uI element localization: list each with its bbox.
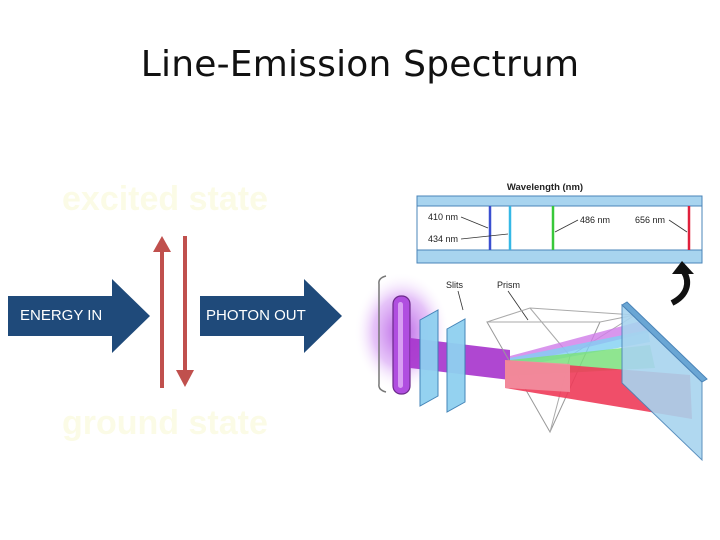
slits-label: Slits — [446, 280, 464, 290]
energy-in-label: ENERGY IN — [20, 307, 103, 324]
transition-arrows — [153, 236, 194, 388]
energy-in-arrow-shape — [8, 279, 150, 353]
ground-state-label: ground state — [62, 404, 268, 442]
slide-title: Line-Emission Spectrum — [140, 44, 580, 85]
up-arrow — [153, 236, 171, 388]
prism-label: Prism — [497, 280, 520, 290]
label-410-nm: 410 nm — [428, 212, 458, 222]
photon-out-arrow: PHOTON OUT — [200, 279, 342, 353]
excited-state-label: excited state — [62, 180, 268, 218]
photon-out-arrow-shape — [200, 279, 342, 353]
detection-screen — [621, 303, 703, 462]
wavelength-frame: Wavelength (nm) — [416, 182, 703, 264]
label-486-nm: 486 nm — [580, 215, 610, 225]
wavelength-axis-title: Wavelength (nm) — [507, 182, 583, 193]
spectroscope-diagram: Wavelength (nm) 410 nm 434 nm 486 nm 656… — [354, 182, 708, 462]
photon-out-label: PHOTON OUT — [206, 307, 306, 324]
energy-in-arrow: ENERGY IN — [8, 279, 150, 353]
label-434-nm: 434 nm — [428, 234, 458, 244]
label-656-nm: 656 nm — [635, 215, 665, 225]
slit-1 — [419, 309, 439, 407]
tube-bracket — [378, 275, 387, 393]
down-arrow — [176, 236, 194, 387]
slit-2 — [446, 318, 466, 413]
output-arrow — [670, 270, 691, 306]
